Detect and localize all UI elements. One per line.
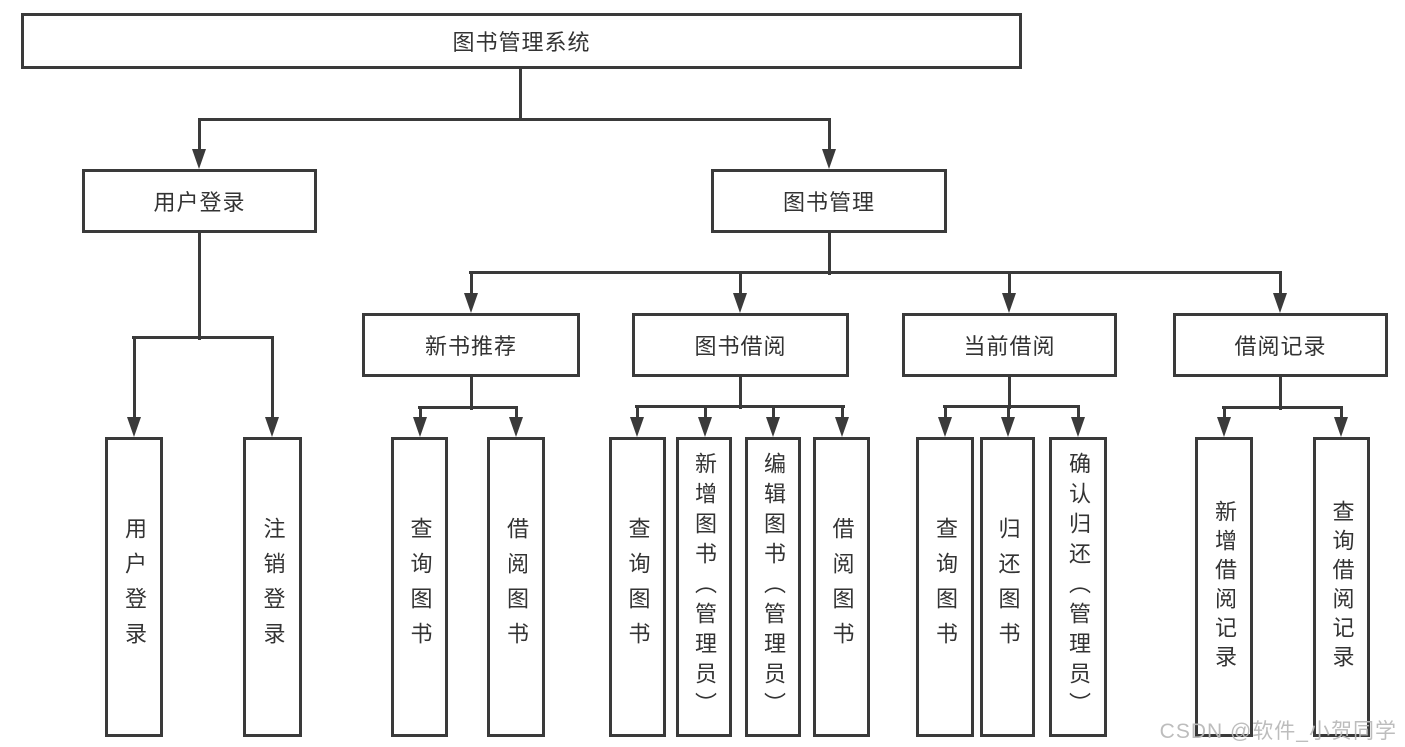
node-label: 图书管理系统 xyxy=(452,30,591,55)
arrow-down-icon xyxy=(1334,417,1348,437)
arrow-down-icon xyxy=(413,417,427,437)
arrow-down-icon xyxy=(1273,293,1287,313)
node-label: 注销登录 xyxy=(260,517,286,657)
node-label: 查询图书 xyxy=(625,517,651,657)
node-label: 图书管理 xyxy=(782,190,875,215)
node-query-books-1: 查询图书 xyxy=(391,437,448,737)
arrow-down-icon xyxy=(822,149,836,169)
connector-line xyxy=(1076,406,1080,419)
arrow-down-icon xyxy=(192,149,206,169)
connector-line xyxy=(738,272,742,295)
arrow-down-icon xyxy=(127,417,141,437)
connector-line xyxy=(771,406,775,419)
csdn-watermark: CSDN @软件_小贺同学 xyxy=(1159,720,1397,743)
node-logout-user: 注销登录 xyxy=(243,437,302,737)
connector-line xyxy=(703,406,707,419)
connector-line xyxy=(132,337,136,419)
connector-line xyxy=(198,117,831,121)
node-book-management: 图书管理 xyxy=(711,169,947,233)
arrow-down-icon xyxy=(733,293,747,313)
arrow-down-icon xyxy=(464,293,478,313)
connector-line xyxy=(197,119,201,151)
node-label: 借阅图书 xyxy=(829,517,855,657)
connector-line xyxy=(469,270,1282,274)
node-book-borrowing: 图书借阅 xyxy=(632,313,849,377)
node-confirm-return-admin: 确认归还（管理员） xyxy=(1049,437,1107,737)
node-label: 查询图书 xyxy=(407,517,433,657)
connector-line xyxy=(827,119,831,151)
connector-line xyxy=(1222,405,1343,409)
node-label: 用户登录 xyxy=(122,517,147,657)
arrow-down-icon xyxy=(630,417,644,437)
connector-line xyxy=(1278,272,1282,295)
node-root: 图书管理系统 xyxy=(21,13,1022,69)
arrow-down-icon xyxy=(1001,417,1015,437)
arrow-down-icon xyxy=(766,417,780,437)
connector-line xyxy=(469,377,473,410)
node-query-books-2: 查询图书 xyxy=(609,437,666,737)
node-return-books: 归还图书 xyxy=(980,437,1035,737)
node-query-borrow-record: 查询借阅记录 xyxy=(1313,437,1370,737)
arrow-down-icon xyxy=(698,417,712,437)
connector-line xyxy=(635,406,639,419)
node-label: 借阅记录 xyxy=(1234,334,1327,359)
connector-line xyxy=(1339,407,1343,419)
connector-line xyxy=(1007,272,1011,295)
connector-line xyxy=(827,233,831,275)
node-label: 新书推荐 xyxy=(424,334,517,359)
node-label: 用户登录 xyxy=(153,190,246,215)
node-add-borrow-record: 新增借阅记录 xyxy=(1195,437,1253,737)
arrow-down-icon xyxy=(1071,417,1085,437)
node-borrowing-records: 借阅记录 xyxy=(1173,313,1388,377)
arrow-down-icon xyxy=(509,417,523,437)
connector-line xyxy=(197,233,201,340)
arrow-down-icon xyxy=(835,417,849,437)
node-label: 归还图书 xyxy=(995,517,1021,657)
node-label: 新增借阅记录 xyxy=(1212,500,1237,674)
arrow-down-icon xyxy=(1002,293,1016,313)
node-label: 查询图书 xyxy=(933,517,958,657)
node-edit-books-admin: 编辑图书（管理员） xyxy=(745,437,801,737)
node-login-user: 用户登录 xyxy=(105,437,163,737)
arrow-down-icon xyxy=(265,417,279,437)
connector-line xyxy=(418,407,422,419)
node-label: 当前借阅 xyxy=(963,334,1056,359)
connector-line xyxy=(635,404,845,408)
connector-line xyxy=(514,407,518,419)
connector-line xyxy=(469,272,473,295)
node-query-books-3: 查询图书 xyxy=(916,437,974,737)
connector-line xyxy=(132,335,274,339)
arrow-down-icon xyxy=(1217,417,1231,437)
connector-line xyxy=(270,337,274,419)
node-borrow-books-2: 借阅图书 xyxy=(813,437,870,737)
node-add-books-admin: 新增图书（管理员） xyxy=(676,437,732,737)
connector-line xyxy=(1278,377,1282,410)
connector-line xyxy=(418,405,518,409)
connector-line xyxy=(518,69,522,121)
connector-line xyxy=(840,406,844,419)
node-label: 新增图书（管理员） xyxy=(692,452,717,722)
node-user-login: 用户登录 xyxy=(82,169,317,233)
node-new-book-recommend: 新书推荐 xyxy=(362,313,580,377)
node-label: 编辑图书（管理员） xyxy=(761,452,786,722)
connector-line xyxy=(943,406,947,419)
node-label: 借阅图书 xyxy=(504,517,529,657)
arrow-down-icon xyxy=(938,417,952,437)
connector-line xyxy=(738,377,742,409)
node-borrow-books-1: 借阅图书 xyxy=(487,437,545,737)
connector-line xyxy=(1006,406,1010,419)
connector-line xyxy=(1007,377,1011,409)
node-label: 查询借阅记录 xyxy=(1329,500,1355,674)
connector-line xyxy=(943,404,1080,408)
node-label: 确认归还（管理员） xyxy=(1066,452,1091,722)
node-label: 图书借阅 xyxy=(694,334,787,359)
connector-line xyxy=(1222,407,1226,419)
node-current-borrowing: 当前借阅 xyxy=(902,313,1117,377)
